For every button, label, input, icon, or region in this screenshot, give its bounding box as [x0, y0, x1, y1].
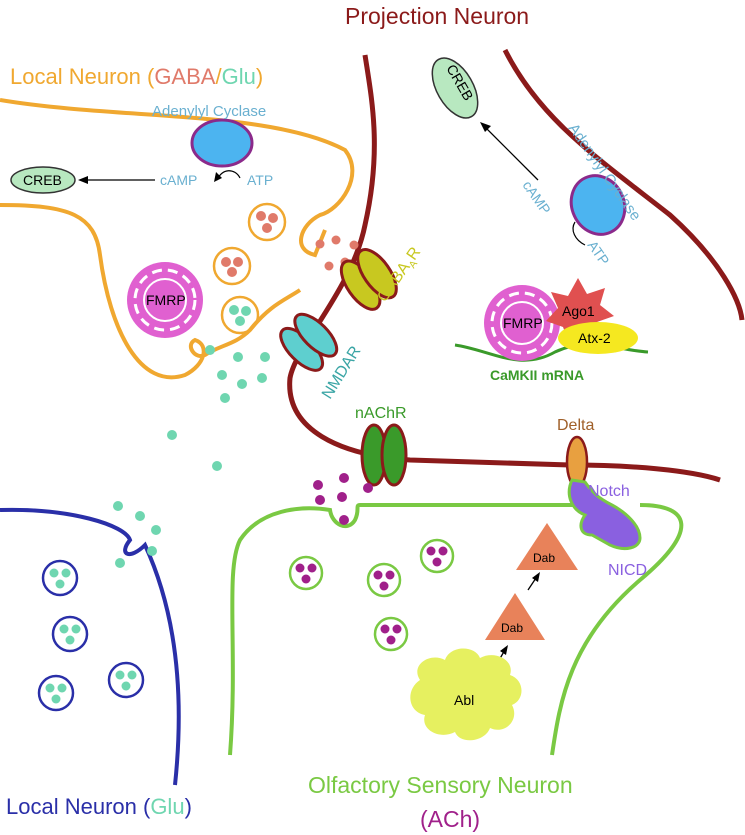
- ach-vesicle-4: [373, 616, 409, 652]
- local-neuron-top-title: Local Neuron (GABA/Glu): [10, 64, 263, 89]
- atp-right-label: ATP: [585, 238, 613, 269]
- ago1-label: Ago1: [562, 303, 595, 319]
- creb-left-label: CREB: [23, 172, 62, 188]
- dab-bottom: [485, 593, 545, 640]
- creb-right: [431, 57, 479, 119]
- camkii-mrna-label: CaMKII mRNA: [490, 367, 584, 383]
- delta-label: Delta: [557, 417, 594, 434]
- atp-to-camp-arrowhead-left: [214, 172, 222, 182]
- projection-neuron-title: Projection Neuron: [345, 3, 529, 29]
- abl-label: Abl: [454, 692, 474, 708]
- glu-vesicle-blue-2: [51, 615, 89, 653]
- nachr-label: nAChR: [355, 405, 407, 422]
- local-neuron-bottom-glu: Glu: [150, 794, 184, 819]
- fmrp-right-label: FMRP: [503, 315, 543, 331]
- adenylyl-cyclase-left-label: Adenylyl Cyclase: [152, 103, 266, 120]
- local-neuron-top-prefix: Local Neuron (: [10, 64, 155, 89]
- atx2-label: Atx-2: [578, 330, 611, 346]
- gaba-vesicle-1: [247, 202, 287, 242]
- local-neuron-bottom-prefix: Local Neuron (: [6, 794, 151, 819]
- camp-left-label: cAMP: [160, 172, 197, 188]
- notch-label: Notch: [588, 483, 630, 500]
- glu-vesicle-orange: [220, 295, 260, 335]
- atp-left-label: ATP: [247, 172, 273, 188]
- local-neuron-top-slash: /: [215, 64, 222, 89]
- camp-right-label: cAMP: [520, 178, 555, 218]
- released-glu-dots: [113, 345, 270, 568]
- osn-membrane: [228, 503, 684, 756]
- glu-vesicle-blue-3: [37, 674, 75, 712]
- atx2: [558, 322, 638, 354]
- adenylyl-cyclase-left: [190, 118, 254, 168]
- dab-to-dab-arrowhead: [532, 572, 540, 582]
- local-neuron-top-glu: Glu: [222, 64, 256, 89]
- ach-vesicle-1: [288, 555, 324, 591]
- projection-neuron-membrane-right: [502, 48, 745, 321]
- adenylyl-cyclase-right: [569, 174, 627, 236]
- fmrp-left-label: FMRP: [146, 292, 186, 308]
- gabaar-r: R: [404, 244, 425, 263]
- creb-left: [10, 166, 76, 194]
- ach-vesicle-2: [419, 538, 455, 574]
- local-neuron-bottom-title: Local Neuron (Glu): [6, 794, 192, 819]
- local-neuron-top-membrane: [0, 98, 355, 258]
- released-ach-dots: [313, 473, 373, 525]
- local-neuron-top-close: ): [256, 64, 263, 89]
- projection-neuron-membrane-left: [287, 54, 721, 483]
- gaba-vesicle-2: [212, 246, 252, 286]
- fmrp-left: [127, 262, 203, 338]
- osn-title-line1: Olfactory Sensory Neuron: [308, 772, 573, 798]
- dab-top-label: Dab: [533, 551, 555, 565]
- glu-vesicle-blue-4: [107, 661, 145, 699]
- dab-top: [516, 523, 578, 570]
- local-neuron-top-gaba: GABA: [154, 64, 215, 89]
- osn-title-line2: (ACh): [420, 806, 480, 832]
- camp-to-creb-right-arrowhead: [480, 122, 491, 132]
- ach-vesicle-3: [366, 562, 402, 598]
- notch-receptor: [567, 478, 642, 550]
- atp-to-camp-curve-right: [572, 221, 586, 246]
- nicd-label: NICD: [608, 562, 647, 579]
- abl-to-dab-arrowhead: [500, 645, 508, 655]
- local-neuron-bottom-close: ): [185, 794, 192, 819]
- dab-bottom-label: Dab: [501, 621, 523, 635]
- camp-to-creb-right-arrow: [483, 125, 539, 181]
- camp-to-creb-arrowhead: [78, 176, 88, 184]
- glu-vesicle-blue-1: [41, 559, 79, 597]
- blue-local-neuron-membrane: [0, 507, 181, 786]
- nachr-receptor: [360, 423, 408, 487]
- gabaa-receptor: [339, 248, 398, 311]
- nmda-receptor: [279, 312, 339, 372]
- abl-cloud: [410, 648, 522, 741]
